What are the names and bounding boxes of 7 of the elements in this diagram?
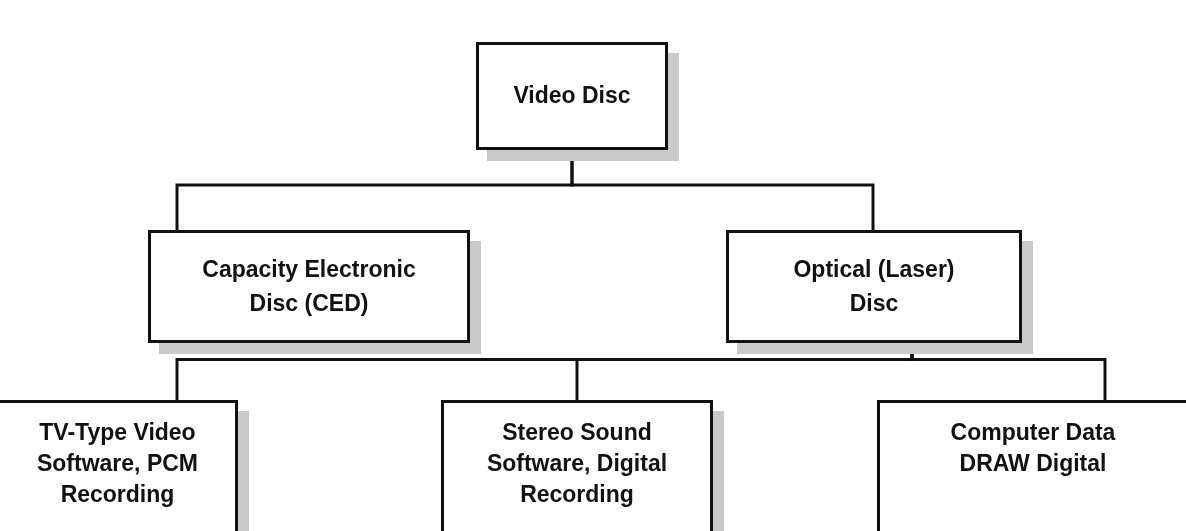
process-box	[877, 400, 1186, 531]
box-label: TV-Type Video Software, PCM Recording	[37, 419, 198, 508]
box-label: Stereo Sound Software, Digital Recording	[486, 419, 668, 508]
box-label: Capacity Electronic Disc (CED)	[202, 256, 416, 316]
box-label: Video Disc	[513, 82, 631, 109]
box-label: Optical (Laser) Disc	[793, 256, 955, 316]
box-label: Computer Data DRAW Digital	[950, 419, 1116, 477]
